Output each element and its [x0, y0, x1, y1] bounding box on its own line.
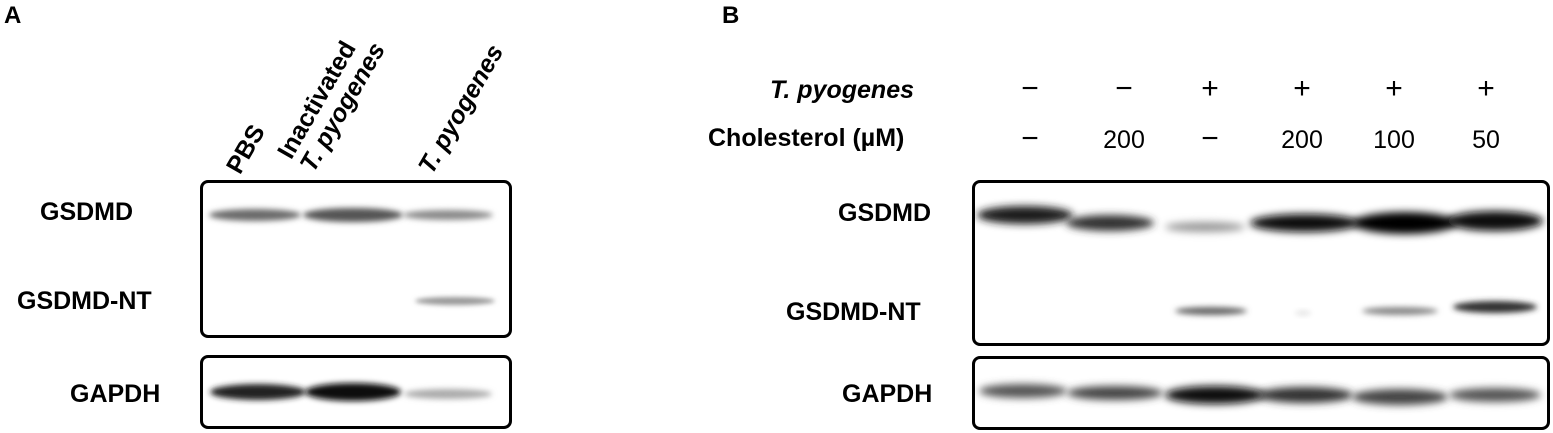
panel-letter-b: B — [722, 2, 740, 29]
band-b-gsdmd-6 — [1447, 211, 1543, 231]
b-pyogenes-lane-3: + — [1201, 72, 1219, 105]
band-b-gapdh-1 — [979, 384, 1067, 398]
band-b-gsdmdnt-6 — [1453, 301, 1537, 313]
band-b-gsdmd-4 — [1250, 214, 1360, 232]
band-b-gsdmdnt-3 — [1175, 307, 1247, 315]
b-pyogenes-lane-4: + — [1293, 72, 1311, 105]
a-label-gsdmd-nt: GSDMD-NT — [17, 287, 152, 315]
b-chol-lane-1: − — [1021, 122, 1039, 155]
a-blot-gapdh — [200, 355, 512, 429]
b-label-gapdh: GAPDH — [842, 380, 933, 408]
band-b-gsdmd-1 — [977, 206, 1073, 224]
b-row-label-pyogenes: T. pyogenes — [770, 76, 915, 104]
b-chol-lane-3: − — [1201, 122, 1219, 155]
b-chol-lane-2: 200 — [1103, 126, 1145, 154]
b-chol-lane-5: 100 — [1373, 126, 1415, 154]
a-label-gsdmd: GSDMD — [40, 198, 134, 226]
b-pyogenes-lane-6: + — [1477, 72, 1495, 105]
b-pyogenes-lane-1: − — [1021, 72, 1039, 105]
panel-letter-a: A — [4, 2, 22, 29]
band-a-gsdmd-2 — [303, 208, 403, 222]
band-b-gapdh-3 — [1165, 386, 1265, 404]
band-b-gapdh-6 — [1449, 388, 1541, 402]
b-row-label-cholesterol: Cholesterol (µM) — [708, 124, 905, 152]
band-b-gsdmdnt-4 — [1295, 311, 1311, 315]
b-blot-gapdh — [972, 356, 1550, 430]
lane-label-inactivated: Inactivated T. pyogenes — [272, 25, 391, 176]
lane-label-pbs: PBS — [220, 119, 271, 179]
band-a-gsdmd-1 — [209, 209, 301, 221]
b-blot-gsdmd — [972, 180, 1550, 346]
band-a-gsdmdnt-3 — [415, 297, 495, 305]
band-b-gapdh-4 — [1257, 387, 1353, 403]
a-blot-gsdmd — [200, 180, 512, 338]
lane-label-pyogenes: T. pyogenes — [412, 39, 510, 179]
b-label-gsdmd-nt: GSDMD-NT — [786, 298, 921, 326]
band-b-gapdh-2 — [1067, 386, 1163, 400]
a-label-gapdh: GAPDH — [70, 380, 161, 408]
band-a-gsdmd-3 — [403, 210, 493, 220]
band-b-gsdmd-2 — [1066, 215, 1154, 231]
band-b-gsdmdnt-5 — [1362, 307, 1438, 315]
band-a-gapdh-1 — [210, 384, 306, 400]
band-b-gsdmd-3 — [1165, 222, 1245, 232]
band-a-gapdh-3 — [404, 389, 492, 399]
b-chol-lane-4: 200 — [1281, 126, 1323, 154]
band-b-gapdh-5 — [1352, 389, 1448, 405]
band-a-gapdh-2 — [305, 383, 401, 401]
b-chol-lane-6: 50 — [1472, 126, 1500, 154]
b-pyogenes-lane-2: − — [1115, 72, 1133, 105]
band-b-gsdmd-5 — [1353, 212, 1457, 234]
b-label-gsdmd: GSDMD — [838, 199, 932, 227]
b-pyogenes-lane-5: + — [1385, 72, 1403, 105]
